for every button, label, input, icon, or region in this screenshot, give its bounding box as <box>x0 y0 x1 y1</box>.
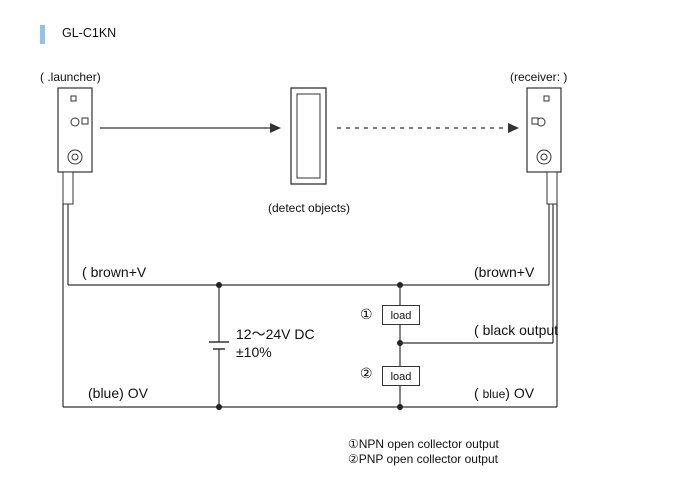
beam-solid-arrow <box>100 123 281 133</box>
left-blue-label: (blue) OV <box>88 385 148 401</box>
receiver-sensor <box>526 87 562 407</box>
left-brown-label: ( brown+V <box>82 264 147 280</box>
detect-object <box>290 87 327 185</box>
note-npn: ①NPN open collector output <box>348 437 499 451</box>
power-supply <box>209 282 229 410</box>
detect-objects-label: (detect objects) <box>268 201 351 215</box>
black-output-label: ( black output <box>474 322 559 338</box>
load-branch <box>397 282 553 410</box>
marker-2: ② <box>360 365 373 381</box>
marker-1: ① <box>360 306 373 322</box>
right-blue-label: ( blue) OV <box>474 385 535 401</box>
note-pnp: ②PNP open collector output <box>348 452 498 466</box>
title-accent-bar <box>40 25 45 44</box>
receiver-label: (receiver: ) <box>510 70 568 84</box>
model-title: GL-C1KN <box>62 26 117 40</box>
right-brown-label: (brown+V <box>474 264 535 280</box>
launcher-label: ( .launcher) <box>40 70 101 84</box>
load-box-2: load <box>382 366 420 386</box>
supply-tolerance-label: ±10% <box>236 344 272 360</box>
supply-voltage-label: 12～24V DC <box>236 326 315 342</box>
load-box-1: load <box>382 305 420 325</box>
beam-dashed-arrow <box>337 123 519 133</box>
launcher-sensor <box>57 87 93 407</box>
